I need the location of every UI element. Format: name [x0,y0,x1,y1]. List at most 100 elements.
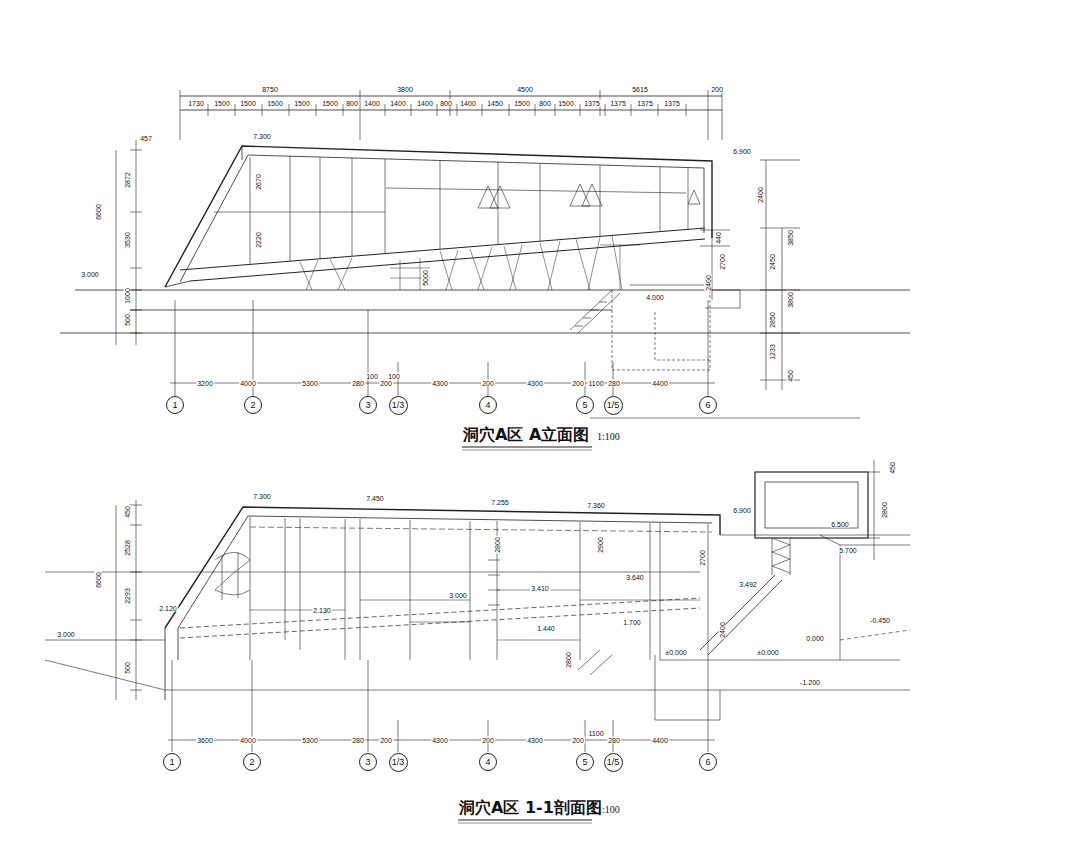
dimension-text: 2528 [124,539,131,557]
dimension-text: 1375 [636,100,654,107]
dimension-text: 5615 [631,86,649,93]
dimension-text: 1730 [187,100,205,107]
dimension-text: 200 [571,737,585,744]
dimension-text: 200 [379,737,393,744]
dimension-text: 1500 [239,100,257,107]
dimension-text: 1100 [587,380,604,387]
dimension-text: 280 [607,737,621,744]
dimension-text: 3600 [196,737,214,744]
axis-bubble: 1 [163,753,181,771]
dimension-text: 1000 [124,287,131,305]
dimension-text: 2450 [769,253,776,271]
axis-number: 1/3 [392,401,405,410]
dimension-text: 2700 [699,549,706,567]
dimension-text: 6600 [95,571,102,589]
level-mark: 6.900 [732,148,752,155]
axis-bubble: 3 [359,396,377,414]
dimension-text: 3800 [396,86,414,93]
dimension-text: 2872 [124,171,131,189]
level-mark: 3.410 [530,585,550,592]
dimension-text: 3200 [196,380,214,387]
dimension-text: 2800 [881,501,888,519]
axis-number: 1/3 [392,758,405,767]
dimension-text: 4000 [239,737,257,744]
level-mark: 7.450 [365,495,385,502]
axis-bubble: 2 [243,753,261,771]
level-mark: ±0.000 [664,649,687,656]
dimension-text: 2700 [719,253,726,271]
dimension-text: 5000 [422,269,429,287]
dimension-text: 100 [387,373,401,380]
axis-number: 2 [249,758,254,767]
dimension-text: 800 [439,100,453,107]
dimension-text: 6600 [95,203,102,221]
dimension-text: 4300 [431,737,449,744]
dimension-text: 2900 [597,536,604,554]
dimension-text: 457 [139,135,153,142]
dimension-text: 1400 [459,100,477,107]
level-mark: 1.440 [536,625,556,632]
dimension-text: 500 [124,661,131,675]
axis-bubble: 6 [699,396,717,414]
drawing-title: 洞穴A区 A立面图 [462,427,590,443]
dimension-text: 2400 [757,186,764,204]
dimension-text: 200 [710,86,724,93]
level-mark: 3.492 [738,581,758,588]
axis-bubble: 4 [479,396,497,414]
dimension-text: 800 [538,100,552,107]
dimension-text: 1500 [213,100,231,107]
level-mark: 7.255 [490,499,510,506]
dimension-text: 8750 [261,86,279,93]
axis-bubble: 5 [576,396,594,414]
axis-number: 3 [365,401,370,410]
axis-number: 1 [169,758,174,767]
axis-bubble: 3 [359,753,377,771]
dimension-text: 2800 [494,536,501,554]
level-mark: 2.130 [312,607,332,614]
dimension-text: 2293 [124,587,131,605]
dimension-text: 5300 [301,380,319,387]
axis-number: 1/5 [607,758,620,767]
axis-number: 4 [485,401,490,410]
dimension-text: 1450 [486,100,504,107]
dimension-text: 280 [351,737,365,744]
drawing-scale: 1:100 [596,432,621,442]
dimension-text: 2800 [565,651,572,669]
dimension-text: 280 [351,380,365,387]
axis-bubble: 1/3 [389,396,408,415]
dimension-text: 100 [365,373,379,380]
axis-bubble: 1/5 [604,396,623,415]
dimension-text: 1400 [389,100,407,107]
dimension-text: 1500 [293,100,311,107]
dimension-text: 4500 [516,86,534,93]
dimension-text: 800 [345,100,359,107]
axis-bubble: 2 [244,396,262,414]
level-mark: 7.360 [586,502,606,509]
level-mark: 7.300 [252,493,272,500]
dimension-text: 200 [379,380,393,387]
level-mark: 0.000 [805,635,825,642]
dimension-text: 200 [571,380,585,387]
drawing-scale: 1:100 [596,805,621,815]
dimension-text: 1375 [583,100,601,107]
dimension-text: 1375 [609,100,627,107]
axis-number: 3 [365,758,370,767]
drawing-title: 洞穴A区 1-1剖面图 [458,800,603,816]
level-mark: -1.200 [799,679,821,686]
dimension-text: 440 [715,231,722,245]
dimension-text: 1100 [587,730,604,737]
axis-number: 1/5 [607,401,620,410]
dimension-text: 200 [481,737,495,744]
dimension-text: 4000 [239,380,257,387]
axis-number: 6 [705,401,710,410]
axis-bubble: 4 [479,753,497,771]
axis-bubble: 5 [576,753,594,771]
axis-number: 1 [172,401,177,410]
level-mark: 4.000 [645,294,665,301]
axis-number: 6 [705,758,710,767]
dimension-text: 1233 [769,343,776,361]
dimension-text: 1500 [266,100,284,107]
axis-number: 2 [250,401,255,410]
level-mark: 5.700 [838,547,858,554]
level-mark: 2.120 [158,605,178,612]
